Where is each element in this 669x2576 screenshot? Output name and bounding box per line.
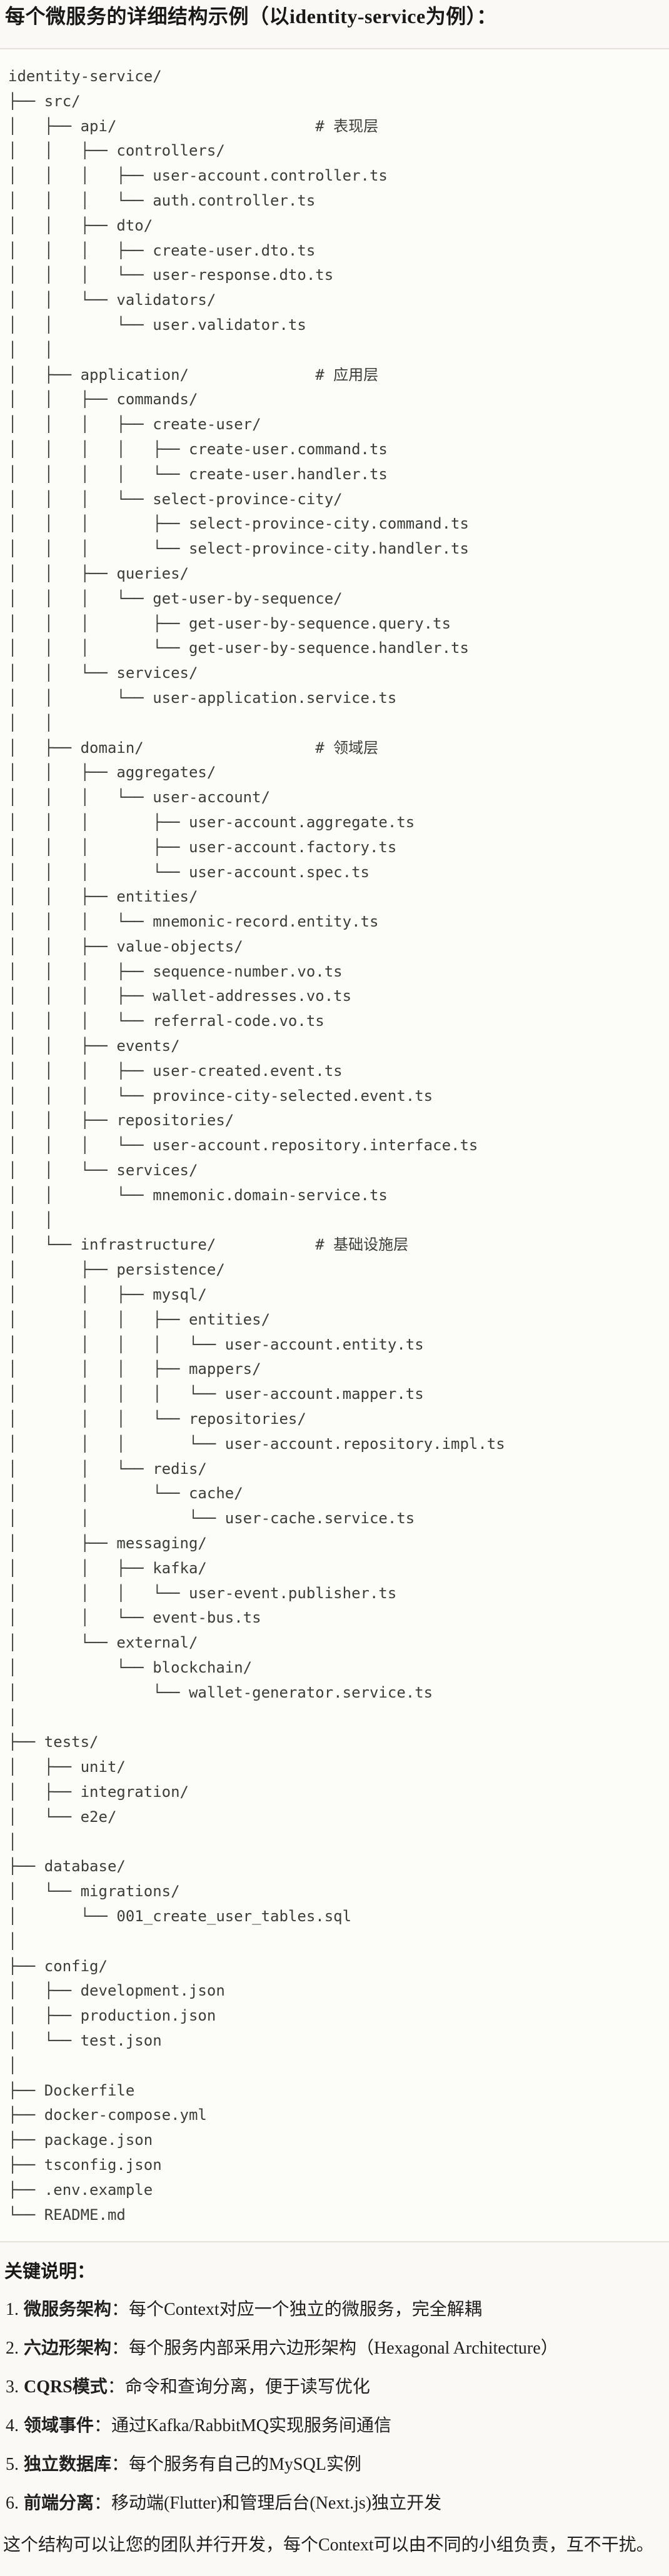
item-colon: ： (94, 2494, 112, 2514)
footer-paragraph: 这个结构可以让您的团队并行开发，每个Context可以由不同的小组负责，互不干扰… (3, 2535, 654, 2555)
item-text: 每个服务有自己的MySQL实例 (129, 2455, 361, 2475)
item-colon: ： (111, 2455, 129, 2475)
notes-list: 1.微服务架构：每个Context对应一个独立的微服务，完全解耦 2.六边形架构… (3, 2300, 663, 2514)
item-text: 通过Kafka/RabbitMQ实现服务间通信 (111, 2416, 391, 2436)
item-colon: ： (111, 2300, 129, 2320)
list-item: 2.六边形架构：每个服务内部采用六边形架构（Hexagonal Architec… (6, 2339, 663, 2359)
code-block: identity-service/ ├── src/ │ ├── api/ # … (0, 48, 669, 2243)
item-term: 领域事件 (24, 2416, 94, 2436)
item-number: 4. (6, 2416, 19, 2436)
item-number: 3. (6, 2377, 19, 2397)
item-term: 微服务架构 (24, 2300, 112, 2320)
item-text: 每个服务内部采用六边形架构（Hexagonal Architecture） (129, 2339, 558, 2359)
item-text: 命令和查询分离，便于读写优化 (124, 2377, 370, 2397)
notes-heading: 关键说明： (4, 2262, 96, 2282)
list-item: 1.微服务架构：每个Context对应一个独立的微服务，完全解耦 (6, 2300, 663, 2320)
page-title: 每个微服务的详细结构示例（以identity-service为例）： (5, 5, 497, 27)
item-term: 独立数据库 (24, 2455, 112, 2475)
item-term: CQRS模式 (24, 2377, 108, 2397)
item-colon: ： (111, 2339, 129, 2359)
item-text: 每个Context对应一个独立的微服务，完全解耦 (129, 2300, 482, 2320)
item-number: 5. (6, 2455, 19, 2475)
list-item: 6.前端分离：移动端(Flutter)和管理后台(Next.js)独立开发 (6, 2494, 663, 2514)
list-item: 5.独立数据库：每个服务有自己的MySQL实例 (6, 2455, 663, 2475)
item-number: 2. (6, 2339, 19, 2359)
list-item: 4.领域事件：通过Kafka/RabbitMQ实现服务间通信 (6, 2416, 663, 2436)
item-number: 6. (6, 2494, 19, 2514)
notes-section: 关键说明： 1.微服务架构：每个Context对应一个独立的微服务，完全解耦 2… (0, 2260, 669, 2556)
item-term: 六边形架构 (24, 2339, 112, 2359)
item-term: 前端分离 (24, 2494, 94, 2514)
list-item: 3.CQRS模式：命令和查询分离，便于读写优化 (6, 2377, 663, 2397)
directory-tree-text: identity-service/ ├── src/ │ ├── api/ # … (8, 67, 505, 2224)
item-colon: ： (107, 2377, 125, 2397)
item-text: 移动端(Flutter)和管理后台(Next.js)独立开发 (111, 2494, 442, 2514)
item-number: 1. (6, 2300, 19, 2320)
item-colon: ： (94, 2416, 112, 2436)
